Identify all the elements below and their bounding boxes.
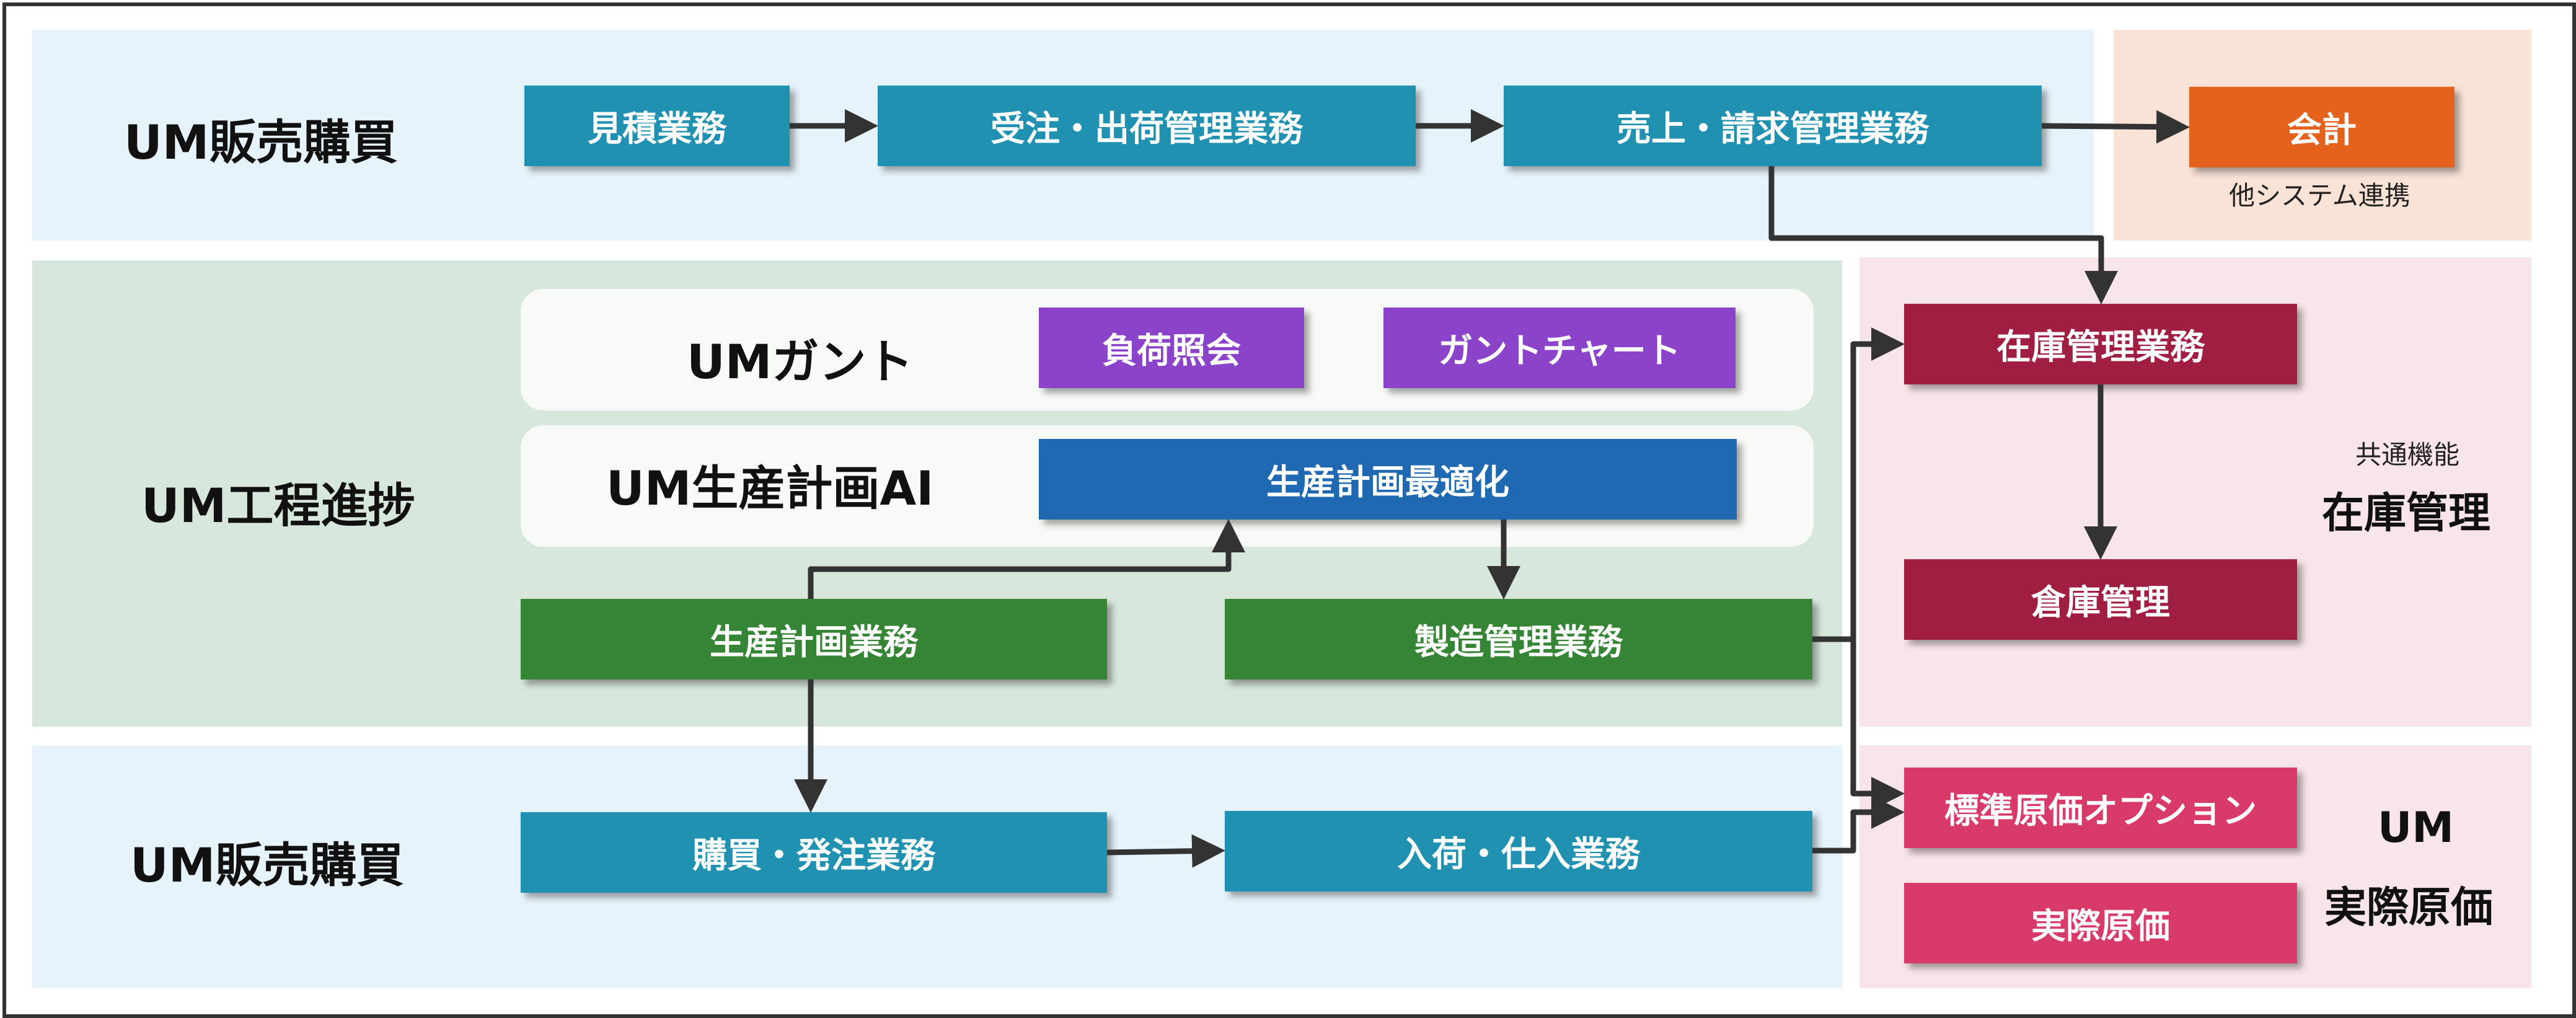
arrow-purchasing-to-receiving bbox=[1106, 834, 1225, 868]
manufacturing-box[interactable]: 製造管理業務 bbox=[1225, 599, 1812, 679]
receiving-box[interactable]: 入荷・仕入業務 bbox=[1225, 811, 1812, 892]
inventory-mgmt-box[interactable]: 在庫管理業務 bbox=[1904, 304, 2297, 384]
inventory-title: 在庫管理 bbox=[2322, 489, 2491, 538]
production-plan-box[interactable]: 生産計画業務 bbox=[521, 599, 1107, 679]
standard-cost-box[interactable]: 標準原価オプション bbox=[1904, 768, 2297, 848]
accounting-caption: 他システム連携 bbox=[2229, 180, 2411, 211]
purchasing-box[interactable]: 購買・発注業務 bbox=[521, 812, 1107, 893]
arrow-billing-to-inventory bbox=[1768, 166, 2118, 304]
ai-panel-title: UM生産計画AI bbox=[606, 461, 934, 516]
arrow-receiving-to-standard-cost bbox=[1812, 795, 1905, 854]
arrow-billing-to-accounting bbox=[2041, 110, 2190, 144]
load-inquiry-box[interactable]: 負荷照会 bbox=[1039, 308, 1304, 388]
estimate-box[interactable]: 見積業務 bbox=[524, 86, 790, 166]
arrow-manufacturing-to-inventory bbox=[1812, 327, 1905, 642]
inventory-subtitle: 共通機能 bbox=[2355, 440, 2460, 470]
plan-optimization-box[interactable]: 生産計画最適化 bbox=[1039, 439, 1737, 520]
gantt-panel-title: UMガント bbox=[687, 334, 914, 389]
sales-billing-box[interactable]: 売上・請求管理業務 bbox=[1504, 86, 2042, 166]
cost-title-line1: UM bbox=[2378, 803, 2454, 852]
process-title: UM工程進捗 bbox=[141, 478, 415, 533]
order-shipping-box[interactable]: 受注・出荷管理業務 bbox=[878, 86, 1416, 166]
actual-cost-box[interactable]: 実際原価 bbox=[1904, 883, 2297, 963]
warehouse-box[interactable]: 倉庫管理 bbox=[1904, 559, 2297, 640]
arrow-production-to-optimization bbox=[808, 519, 1245, 599]
cost-title-line2: 実際原価 bbox=[2324, 883, 2494, 932]
accounting-box[interactable]: 会計 bbox=[2189, 87, 2455, 167]
arrow-manufacturing-to-standard-cost bbox=[1850, 639, 1905, 810]
gantt-chart-box[interactable]: ガントチャート bbox=[1383, 308, 1736, 388]
sales-top-title: UM販売購買 bbox=[124, 115, 398, 170]
sales-bottom-title: UM販売購買 bbox=[130, 838, 404, 893]
